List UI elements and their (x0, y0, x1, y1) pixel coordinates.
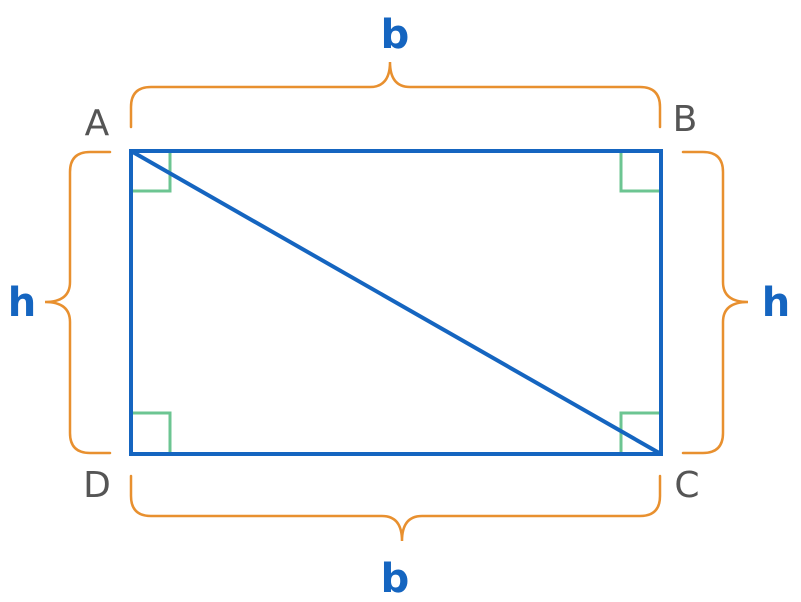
right-bracket (681, 150, 749, 455)
vertex-label-b: B (673, 99, 698, 140)
top-bracket (129, 61, 662, 129)
rectangle-abcd (129, 149, 663, 456)
dimension-brackets (44, 61, 749, 542)
vertex-label-c: C (674, 465, 699, 506)
dimension-label-right: h (762, 280, 790, 326)
right-angle-marker-a (131, 151, 172, 193)
vertex-label-a: A (85, 103, 110, 144)
left-bracket (44, 150, 112, 455)
diagonal-ac (130, 149, 662, 456)
dimension-label-top: b (381, 12, 410, 58)
right-angle-marker-c (619, 411, 661, 454)
right-angle-markers (131, 151, 661, 454)
bottom-bracket (129, 474, 662, 542)
right-angle-marker-b (619, 151, 661, 193)
vertex-label-d: D (83, 465, 111, 506)
dimension-label-left: h (8, 280, 36, 326)
dimension-label-bottom: b (381, 556, 410, 602)
right-angle-marker-d (131, 411, 172, 454)
